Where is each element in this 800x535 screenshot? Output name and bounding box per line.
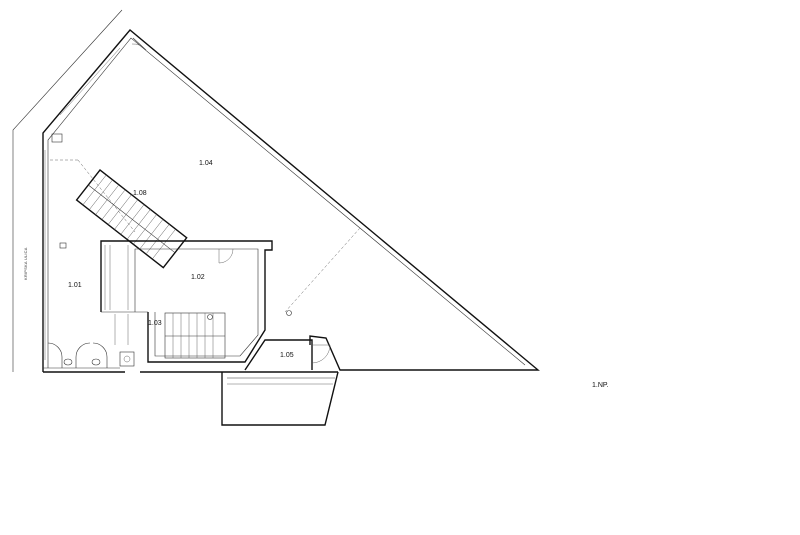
room-105-label: 1.05 xyxy=(280,352,294,359)
room-103-label: 1.03 xyxy=(148,320,162,327)
facade-glazing xyxy=(44,47,136,360)
room-102-label: 1.02 xyxy=(191,274,205,281)
room-105-walls xyxy=(244,339,331,371)
entrance-canopy xyxy=(221,371,339,426)
staircase-108 xyxy=(75,169,188,269)
room-108-label: 1.08 xyxy=(133,190,147,197)
staircase-103 xyxy=(164,312,226,359)
room-101-label: 1.01 xyxy=(68,282,82,289)
room-101-fixtures xyxy=(47,242,135,368)
floor-level-label: 1.NP. xyxy=(592,382,609,389)
top-door xyxy=(51,37,147,143)
building-outline xyxy=(42,29,540,373)
room-102-walls xyxy=(100,240,273,363)
street-edge xyxy=(12,9,123,372)
street-name-label: KRIPSKA ULICA xyxy=(23,247,28,280)
room-104-label: 1.04 xyxy=(199,160,213,167)
room-104-lines xyxy=(284,227,361,316)
